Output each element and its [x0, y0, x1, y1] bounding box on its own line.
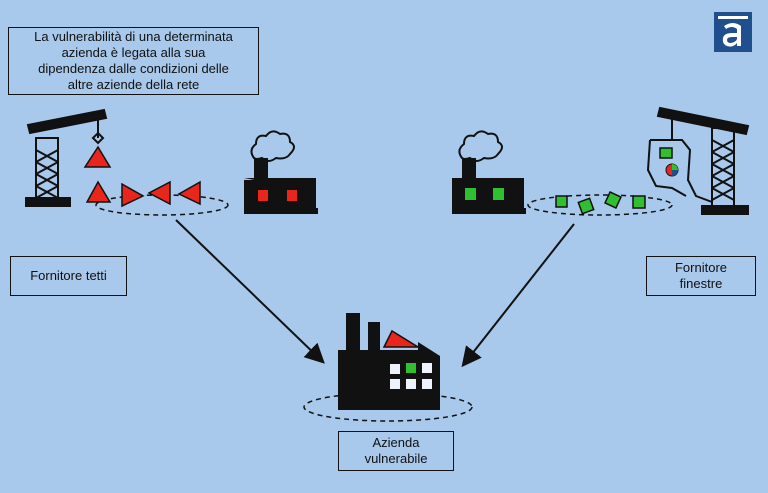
- caption-line: azienda è legata alla sua: [61, 45, 206, 60]
- roof-supplier-text: Fornitore tetti: [30, 268, 107, 283]
- right-crane-icon: [646, 106, 750, 215]
- roof-supplier-label: Fornitore tetti: [10, 256, 127, 296]
- vulnerable-company-text: vulnerabile: [364, 451, 428, 466]
- left-crane-icon: [25, 108, 108, 207]
- arrow-window-to-company: [461, 223, 575, 368]
- hanging-roof-triangle: [83, 145, 112, 168]
- pie-sticker-icon: [665, 163, 679, 177]
- window-square-4: [632, 195, 646, 209]
- window-supplier-label: Fornitore finestre: [646, 256, 756, 296]
- vulnerable-company-label: Azienda vulnerabile: [338, 431, 454, 471]
- roof-triangle-4: [177, 180, 201, 206]
- hanging-window-panel: [659, 147, 673, 159]
- logo-icon: [714, 12, 752, 52]
- right-factory-icon: [452, 130, 526, 214]
- right-supply-ellipse: [527, 194, 673, 216]
- window-square-2: [577, 197, 595, 215]
- arrow-roof-to-company: [175, 219, 325, 364]
- window-square-1: [555, 195, 568, 208]
- caption-line: altre aziende della rete: [67, 77, 200, 92]
- caption-line: dipendenza dalle condizioni delle: [38, 61, 229, 76]
- window-supplier-text: Fornitore: [674, 260, 728, 275]
- caption-box: La vulnerabilità di una determinata azie…: [8, 27, 259, 95]
- roof-triangle-2: [121, 182, 145, 208]
- roof-triangle-3: [147, 180, 171, 206]
- caption-line: La vulnerabilità di una determinata: [34, 29, 233, 44]
- left-supply-ellipse: [95, 194, 229, 216]
- window-supplier-text: finestre: [679, 276, 723, 291]
- center-factory-icon: [338, 313, 440, 410]
- window-square-3: [604, 191, 622, 209]
- vulnerable-company-text: Azienda: [372, 435, 420, 450]
- roof-triangle-1: [85, 180, 112, 203]
- left-factory-icon: [244, 130, 318, 214]
